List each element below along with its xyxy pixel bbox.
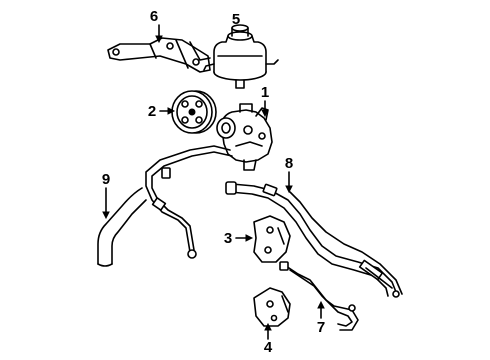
callout-1-label: 1 [261,84,269,118]
svg-text:7: 7 [317,319,325,336]
callout-5-label: 5 [232,11,240,28]
mounting-bracket-part [107,37,211,73]
callout-3-label: 3 [224,230,254,247]
svg-text:2: 2 [148,103,156,120]
steering-gear-lines-part [225,181,403,298]
lower-bracket-part [253,215,291,263]
clamp-bracket-part [253,287,291,327]
pulley-part [171,90,217,134]
callout-9-label: 9 [102,171,110,220]
svg-text:1: 1 [261,84,269,101]
callout-7-label: 7 [317,300,325,336]
callout-8-label: 8 [285,155,293,194]
return-line-part [279,261,359,331]
power-steering-pump-part [216,103,273,171]
svg-text:9: 9 [102,171,110,188]
svg-text:8: 8 [285,155,293,172]
callout-6-label: 6 [150,8,163,44]
svg-text:3: 3 [224,230,232,247]
pressure-line-part [145,145,233,259]
svg-text:5: 5 [232,11,240,28]
suction-hose-part [97,187,147,267]
callout-2-label: 2 [148,103,176,120]
svg-text:4: 4 [264,339,273,356]
svg-text:6: 6 [150,8,158,25]
fluid-reservoir-part [203,24,279,89]
callout-4-label: 4 [264,322,273,356]
